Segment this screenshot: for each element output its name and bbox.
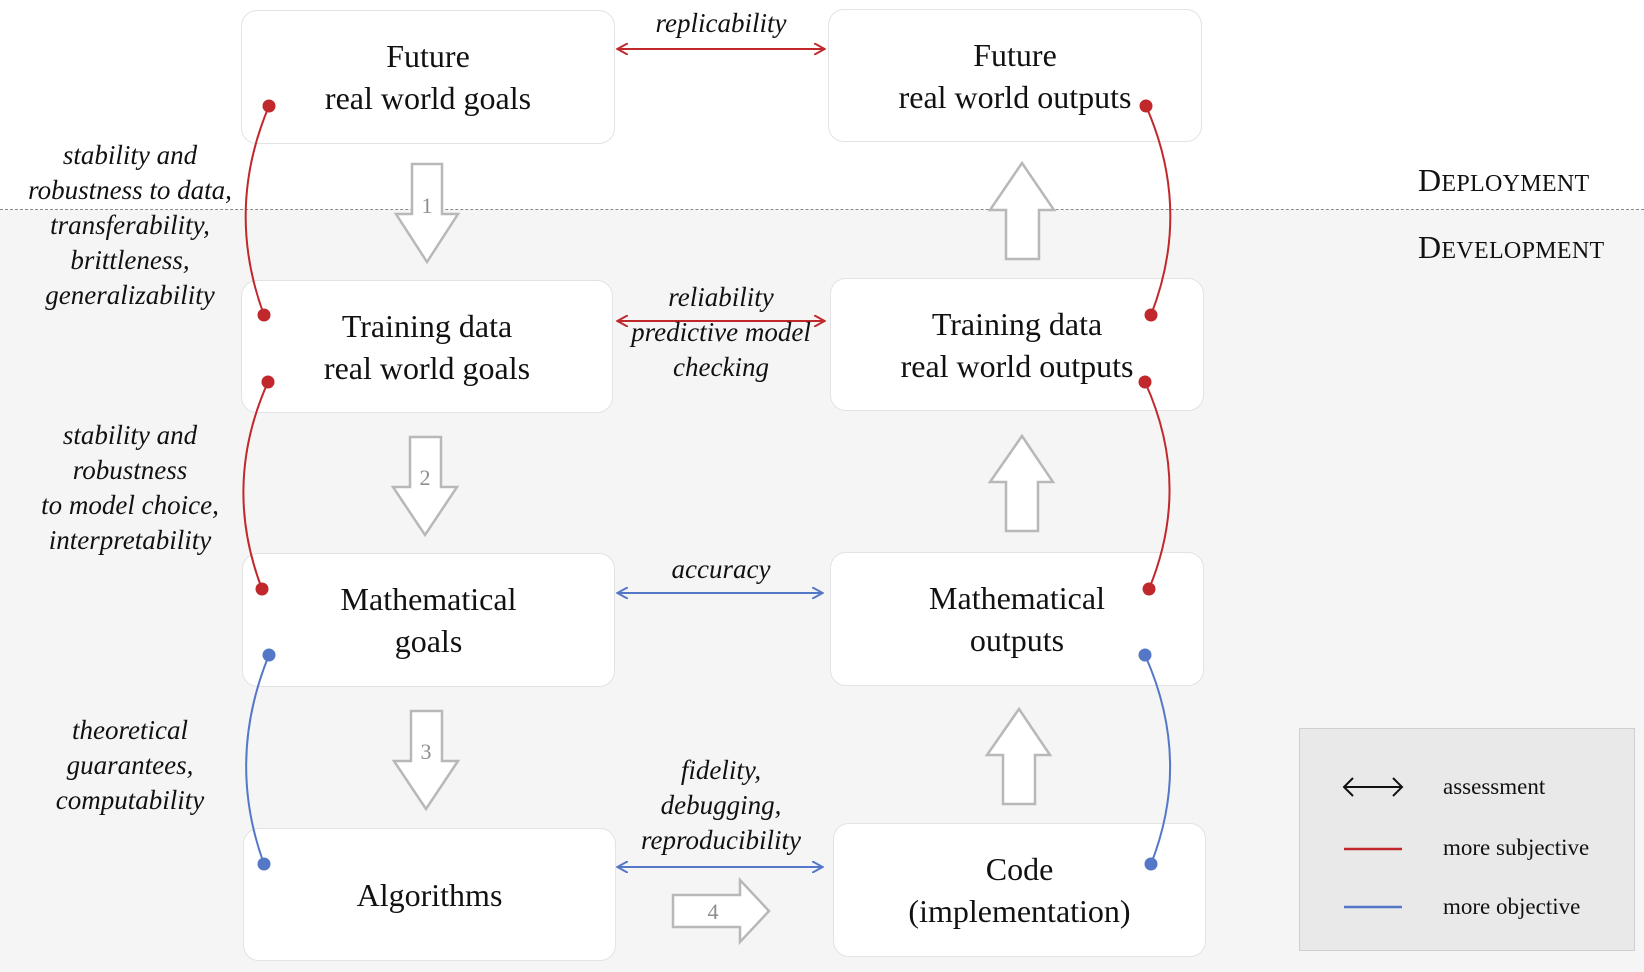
- legend-label-assessment: assessment: [1443, 774, 1546, 799]
- dot: [1138, 648, 1152, 662]
- legend-row-assessment: assessment: [1300, 767, 1636, 807]
- step-arrow-2: [390, 435, 460, 538]
- dot: [262, 648, 276, 662]
- step-arrow-1: [393, 162, 461, 265]
- phase-label-development: Development: [1418, 229, 1605, 265]
- label-replicability: replicability: [655, 8, 787, 38]
- red-line-icon: [1344, 847, 1402, 851]
- connector-right-theory: [1144, 654, 1172, 865]
- connector-right-model: [1144, 381, 1171, 590]
- dot: [1142, 582, 1156, 596]
- blue-line-icon: [1344, 905, 1402, 909]
- dot: [1144, 308, 1158, 322]
- label-fidelity: fidelity,debugging,reproducibility: [641, 755, 801, 855]
- connector-left-data: [244, 105, 270, 316]
- step-number-3: 3: [421, 739, 432, 764]
- dot: [261, 375, 275, 389]
- dot: [1139, 99, 1153, 113]
- step-arrow-3: [391, 709, 461, 812]
- phase-label-deployment: Deployment: [1418, 162, 1590, 198]
- up-arrow-math: [987, 433, 1056, 533]
- dot: [257, 308, 271, 322]
- step-number-4: 4: [708, 899, 719, 924]
- legend-label-subjective: more subjective: [1443, 835, 1590, 860]
- step-number-1: 1: [422, 193, 433, 218]
- phase-divider: [0, 209, 1644, 210]
- label-accuracy: accuracy: [671, 554, 771, 584]
- dot: [255, 582, 269, 596]
- connector-left-theory: [245, 654, 270, 865]
- connector-right-data: [1145, 105, 1172, 316]
- dot: [1138, 375, 1152, 389]
- legend: assessment more subjective more objectiv…: [1299, 728, 1635, 951]
- up-arrow-code: [984, 706, 1053, 806]
- box-algorithms[interactable]: Algorithms: [243, 828, 616, 961]
- dot: [1144, 857, 1158, 871]
- connector-left-model: [242, 381, 269, 590]
- legend-label-objective: more objective: [1443, 894, 1581, 919]
- legend-row-subjective: more subjective: [1300, 828, 1636, 868]
- dot: [257, 857, 271, 871]
- double-arrow-icon: [1342, 777, 1404, 797]
- step-number-2: 2: [420, 465, 431, 490]
- step-arrow-4: [671, 876, 771, 946]
- dot: [262, 99, 276, 113]
- up-arrow-deployment: [987, 160, 1057, 261]
- legend-row-objective: more objective: [1300, 887, 1636, 927]
- box-code[interactable]: Code(implementation): [833, 823, 1206, 957]
